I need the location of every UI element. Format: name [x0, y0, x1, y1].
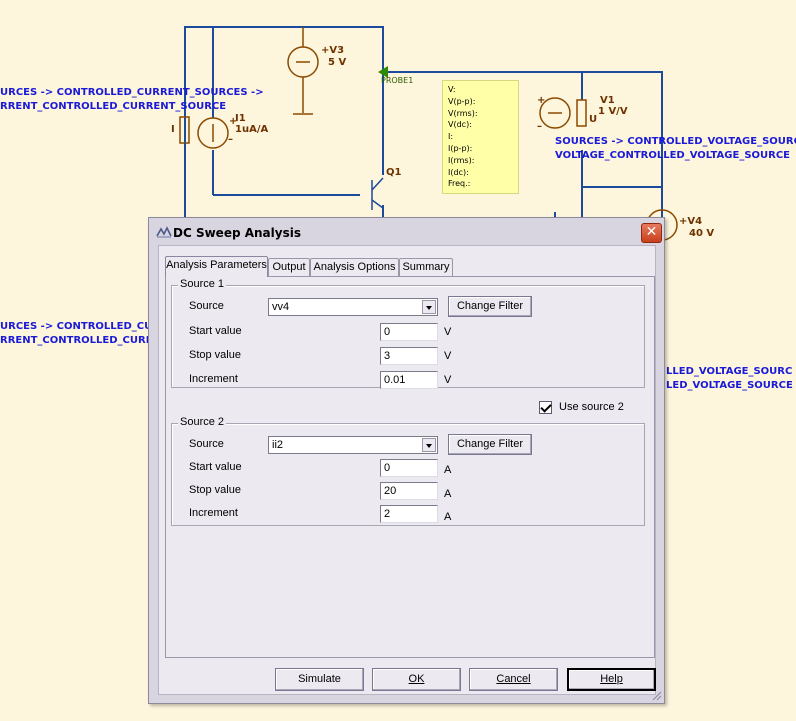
app-icon [156, 226, 172, 238]
probe-readout-ipp: I(p-p): [448, 143, 473, 153]
annotation-right-2-line-1: LLED_VOLTAGE_SOURC [666, 366, 793, 377]
source1-start-unit: V [444, 326, 452, 338]
annotation-left-2-line-2: RRENT_CONTROLLED_CURRE [0, 335, 161, 346]
source2-stop-input[interactable]: 20 [380, 482, 438, 500]
chevron-down-icon[interactable] [422, 300, 436, 314]
source2-increment-label: Increment [189, 507, 238, 519]
probe-readout-box: V: V(p-p): V(rms): V(dc): I: I(p-p): I(r… [442, 80, 519, 194]
use-source2-checkbox[interactable] [539, 401, 552, 414]
source1-source-value: vv4 [272, 301, 290, 313]
v3-name-label: +V3 [321, 45, 345, 56]
source2-group: Source 2 Source ii2 Change Filter Start … [171, 416, 645, 526]
probe-readout-idc: I(dc): [448, 167, 469, 177]
source1-stop-unit: V [444, 350, 452, 362]
i1-plus-label: + [229, 116, 238, 127]
v4-value-label: 40 V [689, 228, 715, 239]
source2-stop-unit: A [444, 488, 452, 500]
source1-stop-label: Stop value [189, 349, 241, 361]
source1-source-select[interactable]: vv4 [268, 298, 438, 316]
help-button[interactable]: Help [567, 668, 656, 691]
source1-start-input[interactable]: 0 [380, 323, 438, 341]
source2-group-title: Source 2 [178, 416, 227, 428]
q1-transistor-symbol [371, 177, 384, 210]
source1-increment-label: Increment [189, 373, 238, 385]
v1-sensor-label: U [589, 114, 598, 125]
tab-analysis-parameters[interactable]: Analysis Parameters [165, 256, 268, 277]
probe-readout-freq: Freq.: [448, 179, 471, 189]
source1-group: Source 1 Source vv4 Change Filter Start … [171, 278, 645, 389]
v1-name-label: V1 [600, 95, 615, 106]
i1-sensor-label: I [171, 124, 175, 135]
dialog-title: DC Sweep Analysis [173, 226, 301, 240]
probe-readout-vdc: V(dc): [448, 120, 472, 130]
source2-start-unit: A [444, 464, 452, 476]
i1-name-label: I1 [235, 113, 246, 124]
source1-increment-unit: V [444, 374, 452, 386]
source2-stop-label: Stop value [189, 484, 241, 496]
source1-change-filter-button[interactable]: Change Filter [448, 296, 532, 317]
probe-name-label: PROBE1 [381, 76, 414, 85]
tab-output[interactable]: Output [268, 258, 310, 276]
probe-readout-vpp: V(p-p): [448, 96, 476, 106]
i1-value-label: 1uA/A [235, 124, 269, 135]
v3-source-symbol [287, 27, 319, 113]
annotation-left-1-line-1: URCES -> CONTROLLED_CURRENT_SOURCES -> [0, 87, 264, 98]
i1-source-symbol [179, 116, 229, 217]
source2-source-select[interactable]: ii2 [268, 436, 438, 454]
source2-increment-input[interactable]: 2 [380, 505, 438, 523]
analysis-parameters-page: Source 1 Source vv4 Change Filter Start … [165, 276, 655, 658]
chevron-down-icon[interactable] [422, 438, 436, 452]
tab-summary[interactable]: Summary [399, 258, 453, 276]
v4-name-label: +V4 [679, 216, 703, 227]
source2-start-input[interactable]: 0 [380, 459, 438, 477]
v1-minus-label: – [537, 121, 542, 132]
use-source2-label[interactable]: Use source 2 [559, 401, 624, 413]
i1-minus-label: – [228, 134, 233, 145]
probe-readout-irms: I(rms): [448, 155, 475, 165]
v1-plus-label: + [537, 95, 546, 106]
annotation-right-2-line-2: LED_VOLTAGE_SOURCE [666, 380, 793, 391]
ok-button[interactable]: OK [372, 668, 461, 691]
v1-value-label: 1 V/V [598, 106, 628, 117]
annotation-left-1-line-2: RRENT_CONTROLLED_CURRENT_SOURCE [0, 101, 227, 112]
simulate-button[interactable]: Simulate [275, 668, 364, 691]
source2-start-label: Start value [189, 461, 242, 473]
source1-stop-input[interactable]: 3 [380, 347, 438, 365]
probe-marker-icon [378, 66, 388, 78]
source2-increment-unit: A [444, 511, 452, 523]
q1-name-label: Q1 [386, 167, 402, 178]
probe-readout-i: I: [448, 132, 454, 142]
probe-readout-v: V: [448, 85, 456, 94]
dialog-titlebar[interactable]: DC Sweep Analysis ✕ [149, 218, 664, 246]
source2-change-filter-button[interactable]: Change Filter [448, 434, 532, 455]
source1-start-label: Start value [189, 325, 242, 337]
v1-source-symbol [539, 97, 587, 129]
source2-source-label: Source [189, 438, 224, 450]
cancel-button[interactable]: Cancel [469, 668, 558, 691]
probe-readout-vrms: V(rms): [448, 108, 478, 118]
source1-source-label: Source [189, 300, 224, 312]
resize-grip-icon[interactable] [650, 689, 662, 701]
dialog-client-area: Analysis Parameters Output Analysis Opti… [158, 245, 656, 695]
dc-sweep-dialog: DC Sweep Analysis ✕ Analysis Parameters … [148, 217, 665, 704]
annotation-right-1-line-1: SOURCES -> CONTROLLED_VOLTAGE_SOURCE [555, 136, 796, 147]
annotation-right-1-line-2: VOLTAGE_CONTROLLED_VOLTAGE_SOURCE [555, 150, 791, 161]
tab-analysis-options[interactable]: Analysis Options [310, 258, 399, 276]
v3-value-label: 5 V [328, 57, 347, 68]
annotation-left-2-line-1: URCES -> CONTROLLED_CURR [0, 321, 168, 332]
source1-increment-input[interactable]: 0.01 [380, 371, 438, 389]
close-button[interactable]: ✕ [641, 223, 662, 243]
source1-group-title: Source 1 [178, 278, 227, 290]
source2-source-value: ii2 [272, 439, 284, 451]
